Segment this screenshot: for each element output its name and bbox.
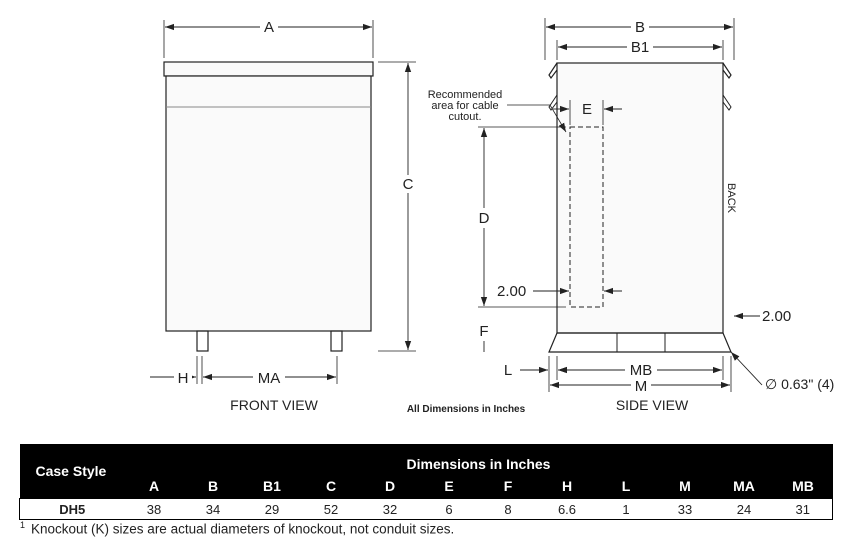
column-header-f: F xyxy=(478,474,538,499)
side-dim-m-label: M xyxy=(635,378,648,395)
side-dim-e-label: E xyxy=(582,101,592,118)
front-cabinet-top-lid xyxy=(163,61,374,77)
front-view-title: FRONT VIEW xyxy=(230,397,318,413)
side-hole-label: ∅ 0.63" (4) xyxy=(765,376,834,392)
side-dim-l-label: L xyxy=(504,362,512,379)
cell-mb: 31 xyxy=(773,498,833,520)
front-dim-a-label: A xyxy=(264,19,274,36)
side-dim-f-label: F xyxy=(479,323,488,340)
footnote-marker: 1 xyxy=(20,520,26,530)
side-cabinet-body xyxy=(556,62,724,334)
cell-e: 6 xyxy=(419,498,479,520)
side-offset-right-label: 2.00 xyxy=(762,308,791,325)
front-view xyxy=(150,20,416,384)
technical-drawing: A C H MA FRONT VIEW xyxy=(150,18,834,415)
column-header-ma: MA xyxy=(714,474,774,499)
column-header-m: M xyxy=(655,474,715,499)
cell-d: 32 xyxy=(360,498,420,520)
side-right-lid-flange xyxy=(722,62,732,80)
front-dim-c-label: C xyxy=(403,176,414,193)
side-back-label: BACK xyxy=(725,183,737,214)
side-view-title: SIDE VIEW xyxy=(616,397,689,413)
cell-m: 33 xyxy=(655,498,715,520)
side-base xyxy=(548,332,732,353)
cell-ma: 24 xyxy=(714,498,774,520)
dimensions-group-header: Dimensions in Inches xyxy=(124,444,833,474)
front-dim-h-label: H xyxy=(178,370,189,387)
front-right-foot xyxy=(330,330,343,352)
cell-a: 38 xyxy=(124,498,184,520)
column-header-b: B xyxy=(183,474,243,499)
side-left-lid-flange xyxy=(548,62,558,80)
column-header-e: E xyxy=(419,474,479,499)
side-dim-b-label: B xyxy=(635,19,645,36)
front-cabinet-body xyxy=(165,75,372,332)
cable-cutout-area xyxy=(569,126,604,308)
column-header-c: C xyxy=(301,474,361,499)
cell-c: 52 xyxy=(301,498,361,520)
column-header-a: A xyxy=(124,474,184,499)
all-dimensions-note: All Dimensions in Inches xyxy=(407,404,526,415)
side-dim-mb-label: MB xyxy=(630,362,653,379)
cell-b: 34 xyxy=(183,498,243,520)
cable-note-line-3: cutout. xyxy=(448,111,481,123)
side-view xyxy=(478,18,763,392)
leader-hole xyxy=(730,351,763,386)
column-header-b1: B1 xyxy=(242,474,302,499)
cell-f: 8 xyxy=(478,498,538,520)
side-offset-left-label: 2.00 xyxy=(497,283,526,300)
cell-l: 1 xyxy=(596,498,656,520)
footnote: 1 Knockout (K) sizes are actual diameters… xyxy=(20,520,454,537)
cable-note-line-1: Recommended xyxy=(428,89,503,101)
column-header-mb: MB xyxy=(773,474,833,499)
column-header-d: D xyxy=(360,474,420,499)
front-left-foot xyxy=(196,330,209,352)
cell-b1: 29 xyxy=(242,498,302,520)
case-style-header: Case Style xyxy=(19,444,125,499)
footnote-text: Knockout (K) sizes are actual diameters … xyxy=(31,521,455,537)
cell-h: 6.6 xyxy=(537,498,597,520)
column-header-l: L xyxy=(596,474,656,499)
leader-cable-note xyxy=(507,104,567,133)
side-dim-b1-label: B1 xyxy=(631,39,649,56)
cable-note-line-2: area for cable xyxy=(431,100,498,112)
front-dim-ma-label: MA xyxy=(258,370,281,387)
row-case-style: DH5 xyxy=(19,498,125,520)
side-dim-d-label: D xyxy=(479,210,490,227)
column-header-h: H xyxy=(537,474,597,499)
